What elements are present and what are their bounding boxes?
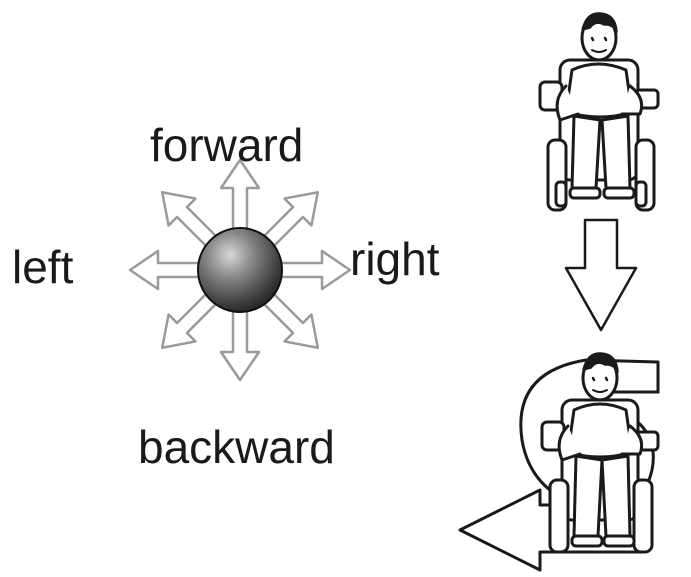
label-left: left (12, 244, 73, 290)
wheelchair-user-icon (540, 13, 658, 210)
wheelchair-user-turning-icon (542, 353, 658, 552)
joystick-ball-icon (198, 228, 282, 312)
label-forward: forward (150, 122, 303, 168)
label-backward: backward (138, 424, 335, 470)
down-arrow-icon (566, 220, 636, 330)
label-right: right (350, 236, 439, 282)
